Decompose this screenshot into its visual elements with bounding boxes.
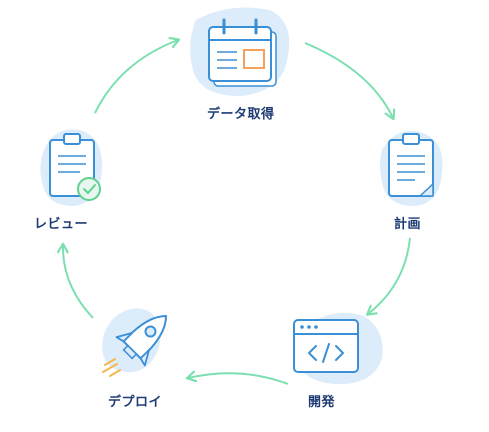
rocket-icon [102, 308, 168, 377]
arrow-review-to-data [94, 36, 181, 114]
arrow-deploy-to-review [56, 242, 94, 319]
calendar-icon [190, 7, 290, 97]
step-label-review: レビュー [34, 217, 89, 232]
code-window-icon [293, 313, 383, 384]
clipboard-icon [380, 130, 443, 206]
arrow-dev-to-deploy [185, 370, 289, 385]
arrow-data-to-plan [304, 42, 396, 121]
arrow-plan-to-dev [365, 237, 411, 316]
step-label-deploy: デプロイ [108, 395, 163, 410]
clipboard-check-icon [40, 129, 103, 206]
step-label-development: 開発 [308, 395, 336, 410]
step-label-plan: 計画 [394, 217, 422, 232]
step-label-data-acquisition: データ取得 [207, 107, 275, 122]
